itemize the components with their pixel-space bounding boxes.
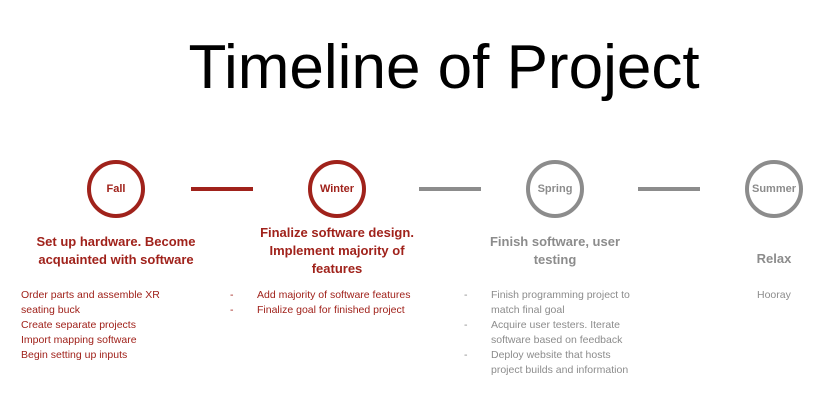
list-item: Deploy website that hosts project builds… xyxy=(491,349,629,376)
bullet-dash: -- xyxy=(230,289,234,316)
list-item: Finish programming project to match fina… xyxy=(491,289,630,316)
list-item: Add majority of software features xyxy=(257,289,411,301)
phase-season-label: Spring xyxy=(537,183,573,195)
phase-season-label: Fall xyxy=(106,183,126,195)
list-item: Acquire user testers. Iterate software b… xyxy=(491,319,623,346)
phase-heading-summer: Relax xyxy=(756,251,792,266)
bullet-dash: --- xyxy=(464,289,468,361)
list-item: Create separate projects xyxy=(21,319,136,331)
list-item: Hooray xyxy=(757,289,791,301)
phase-heading-spring: Finish software, user testing xyxy=(489,234,621,267)
phase-heading-winter: Finalize software design. Implement majo… xyxy=(260,225,414,276)
phase-circle-fall: Fall xyxy=(87,160,145,218)
phase-circle-summer: Summer xyxy=(745,160,803,218)
list-item: Order parts and assemble XR seating buck xyxy=(21,289,160,316)
phase-heading-fall: Set up hardware. Become acquainted with … xyxy=(36,234,196,267)
phase-items-winter: Add majority of software features Finali… xyxy=(257,288,447,318)
phase-season-label: Summer xyxy=(751,183,797,195)
list-item: Begin setting up inputs xyxy=(21,349,128,361)
phase-items-fall: Order parts and assemble XR seating buck… xyxy=(21,288,181,363)
list-item: Import mapping software xyxy=(21,334,137,346)
phase-items-summer: Hooray xyxy=(757,288,817,303)
list-item: Finalize goal for finished project xyxy=(257,304,405,316)
phase-season-label: Winter xyxy=(319,183,355,195)
connector-fall-winter xyxy=(191,187,253,191)
connector-spring-summer xyxy=(638,187,700,191)
connector-winter-spring xyxy=(419,187,481,191)
page-title: Timeline of Project xyxy=(188,33,700,102)
phase-circle-spring: Spring xyxy=(526,160,584,218)
phase-circle-winter: Winter xyxy=(308,160,366,218)
phase-items-spring: Finish programming project to match fina… xyxy=(491,288,641,378)
